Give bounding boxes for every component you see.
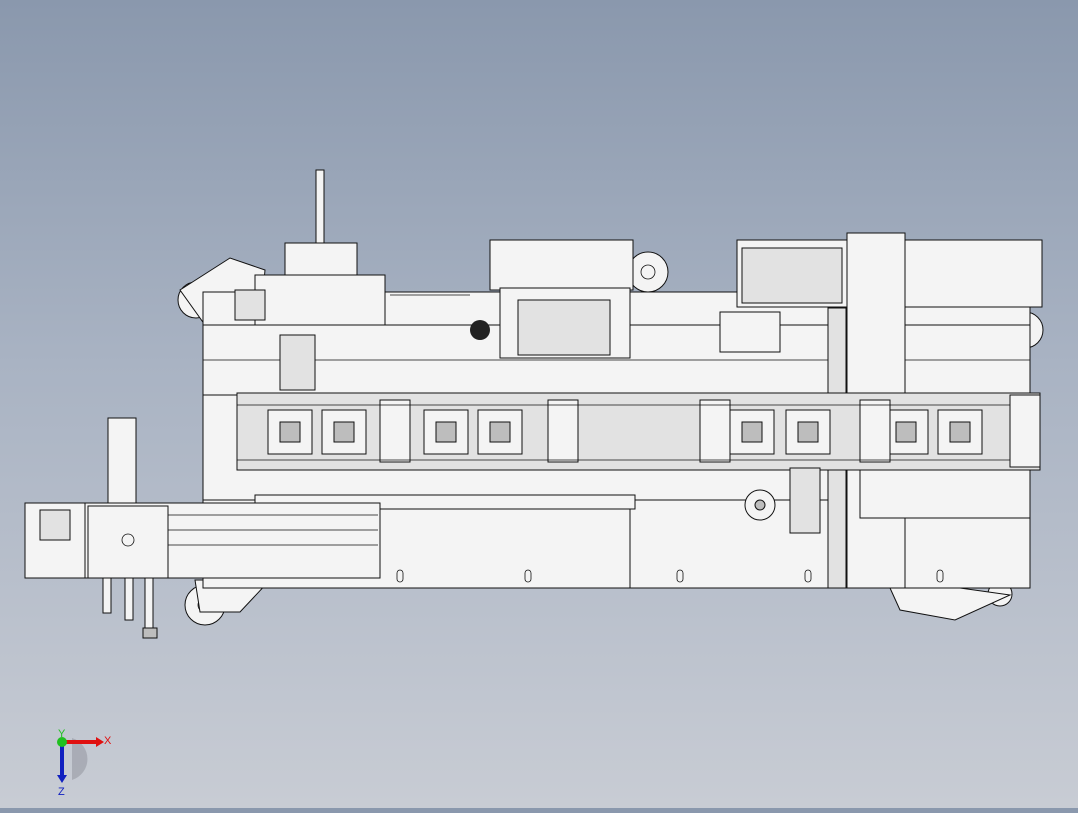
y-axis-label: Y (58, 728, 66, 740)
conveyor-divider (379, 399, 411, 463)
left-gripper-assembly (254, 274, 386, 326)
left-top-module (284, 242, 358, 276)
sensor-knob (470, 320, 490, 340)
lower-panel-right (859, 469, 1031, 519)
axis-triad: X Y Z (57, 728, 112, 798)
conveyor-pockets (267, 399, 983, 463)
slot-holes (396, 569, 944, 583)
slide-carriage (87, 505, 169, 579)
vertical-rod (315, 169, 325, 246)
top-center-plate (489, 239, 634, 291)
left-post (107, 417, 137, 504)
conveyor-divider (547, 399, 579, 463)
lower-panel-center (629, 499, 829, 589)
conveyor-divider (859, 399, 891, 463)
y-axis-dot (57, 737, 67, 747)
right-gripper (719, 311, 781, 353)
conveyor-divider (699, 399, 731, 463)
z-axis-label: Z (58, 786, 65, 798)
x-axis-label: X (104, 735, 112, 747)
conveyor-pocket (321, 409, 367, 455)
